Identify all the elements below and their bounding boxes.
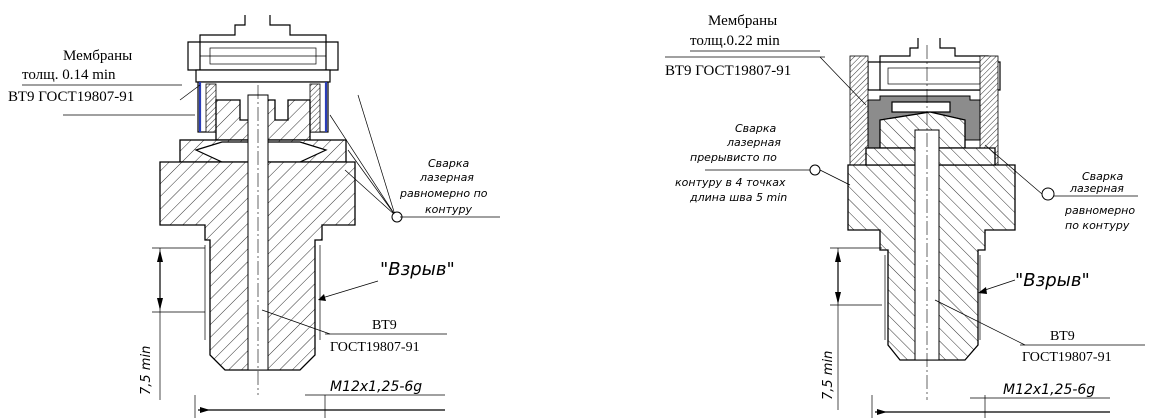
right-leaders xyxy=(665,56,1145,346)
left-explosion-label: "Взрыв" xyxy=(380,259,455,280)
right-weld-right-line4: по контуру xyxy=(1065,219,1130,232)
left-body-material: ВТ9 xyxy=(372,318,397,333)
right-fitting-body xyxy=(847,45,1016,400)
right-dimensions xyxy=(830,247,1110,418)
left-weld-line4: контуру xyxy=(425,203,472,216)
right-thickness-label: толщ.0.22 min xyxy=(690,33,780,49)
right-body-standard: ГОСТ19807-91 xyxy=(1022,350,1112,365)
right-material-label: ВТ9 ГОСТ19807-91 xyxy=(665,63,791,79)
left-thickness-label: толщ. 0.14 min xyxy=(22,67,116,83)
right-weld-left-line1: Сварка xyxy=(735,122,777,135)
right-explosion-label: "Взрыв" xyxy=(1015,270,1090,291)
right-weld-left-line5: длина шва 5 min xyxy=(689,191,787,204)
left-weld-line3: равномерно по xyxy=(399,187,488,200)
right-weld-right-line1: Сварка xyxy=(1082,170,1124,183)
right-thread-label: M12x1,25-6g xyxy=(1003,382,1095,398)
left-sensor-drawing: Мембраны толщ. 0.14 min ВТ9 ГОСТ19807-91… xyxy=(8,15,500,418)
left-material-label: ВТ9 ГОСТ19807-91 xyxy=(8,89,134,105)
left-body-standard: ГОСТ19807-91 xyxy=(330,340,420,355)
left-membrane-label: Мембраны xyxy=(63,48,132,64)
left-leaders xyxy=(63,84,500,335)
left-dimension-length: 7,5 min xyxy=(139,346,154,395)
right-membrane-label: Мембраны xyxy=(708,13,777,29)
right-weld-right-line2: лазерная xyxy=(1069,182,1124,195)
left-thread-label: M12x1,25-6g xyxy=(330,379,422,395)
right-weld-right-line3: равномерно xyxy=(1064,204,1135,217)
right-body-material: ВТ9 xyxy=(1050,329,1075,344)
right-weld-left-line3: прерывисто по xyxy=(690,151,777,164)
left-weld-line1: Сварка xyxy=(428,157,470,170)
left-dimensions xyxy=(152,247,445,418)
right-weld-left-line2: лазерная xyxy=(726,136,781,149)
right-sensor-drawing: Мембраны толщ.0.22 min ВТ9 ГОСТ19807-91 … xyxy=(665,13,1145,418)
left-fitting-body xyxy=(159,85,356,395)
left-weld-line2: лазерная xyxy=(419,171,474,184)
right-weld-left-line4: контуру в 4 точках xyxy=(675,176,786,189)
right-dimension-length: 7,5 min xyxy=(821,351,836,400)
